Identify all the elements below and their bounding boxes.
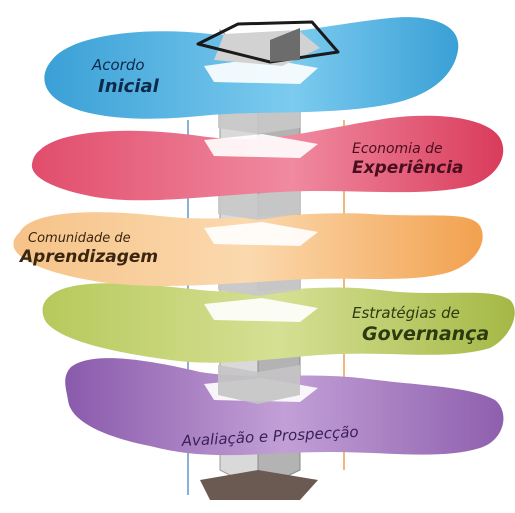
layer-shape-comunidade (13, 212, 483, 286)
layer-comunidade: Comunidade de Aprendizagem (13, 212, 483, 286)
column-base (200, 470, 318, 500)
column-hole-comunidade (204, 222, 318, 246)
layer-label-acordo: Acordo Inicial (91, 56, 160, 97)
economia-line-1: Economia de (352, 141, 443, 157)
column-top-shadow (270, 28, 300, 62)
column-top-outline (196, 20, 340, 64)
comunidade-line-1: Comunidade de (28, 231, 131, 246)
layer-estrategias: Estratégias de Governança (42, 283, 515, 363)
economia-line-2: Experiência (352, 158, 464, 178)
column-hole-acordo (204, 58, 318, 84)
comunidade-line-2: Aprendizagem (18, 247, 158, 267)
layer-label-economia: Economia de Experiência (352, 141, 464, 178)
layer-economia: Economia de Experiência (31, 115, 504, 201)
column-segment-lower (218, 365, 300, 404)
layer-label-comunidade: Comunidade de Aprendizagem (18, 231, 158, 267)
acordo-line-1: Acordo (91, 56, 145, 74)
acordo-line-2: Inicial (98, 76, 160, 97)
layer-label-estrategias: Estratégias de Governança (352, 304, 489, 345)
estrategias-line-1: Estratégias de (352, 304, 460, 322)
layer-shape-avaliacao (65, 358, 504, 456)
layer-shape-economia (31, 115, 504, 201)
column-hole-estrategias (204, 298, 318, 322)
estrategias-line-2: Governança (362, 323, 489, 345)
layer-shape-estrategias (42, 283, 515, 363)
layer-acordo: Acordo Inicial (44, 17, 459, 119)
column-hole-economia (204, 134, 318, 158)
column-segment-upper (218, 188, 300, 220)
